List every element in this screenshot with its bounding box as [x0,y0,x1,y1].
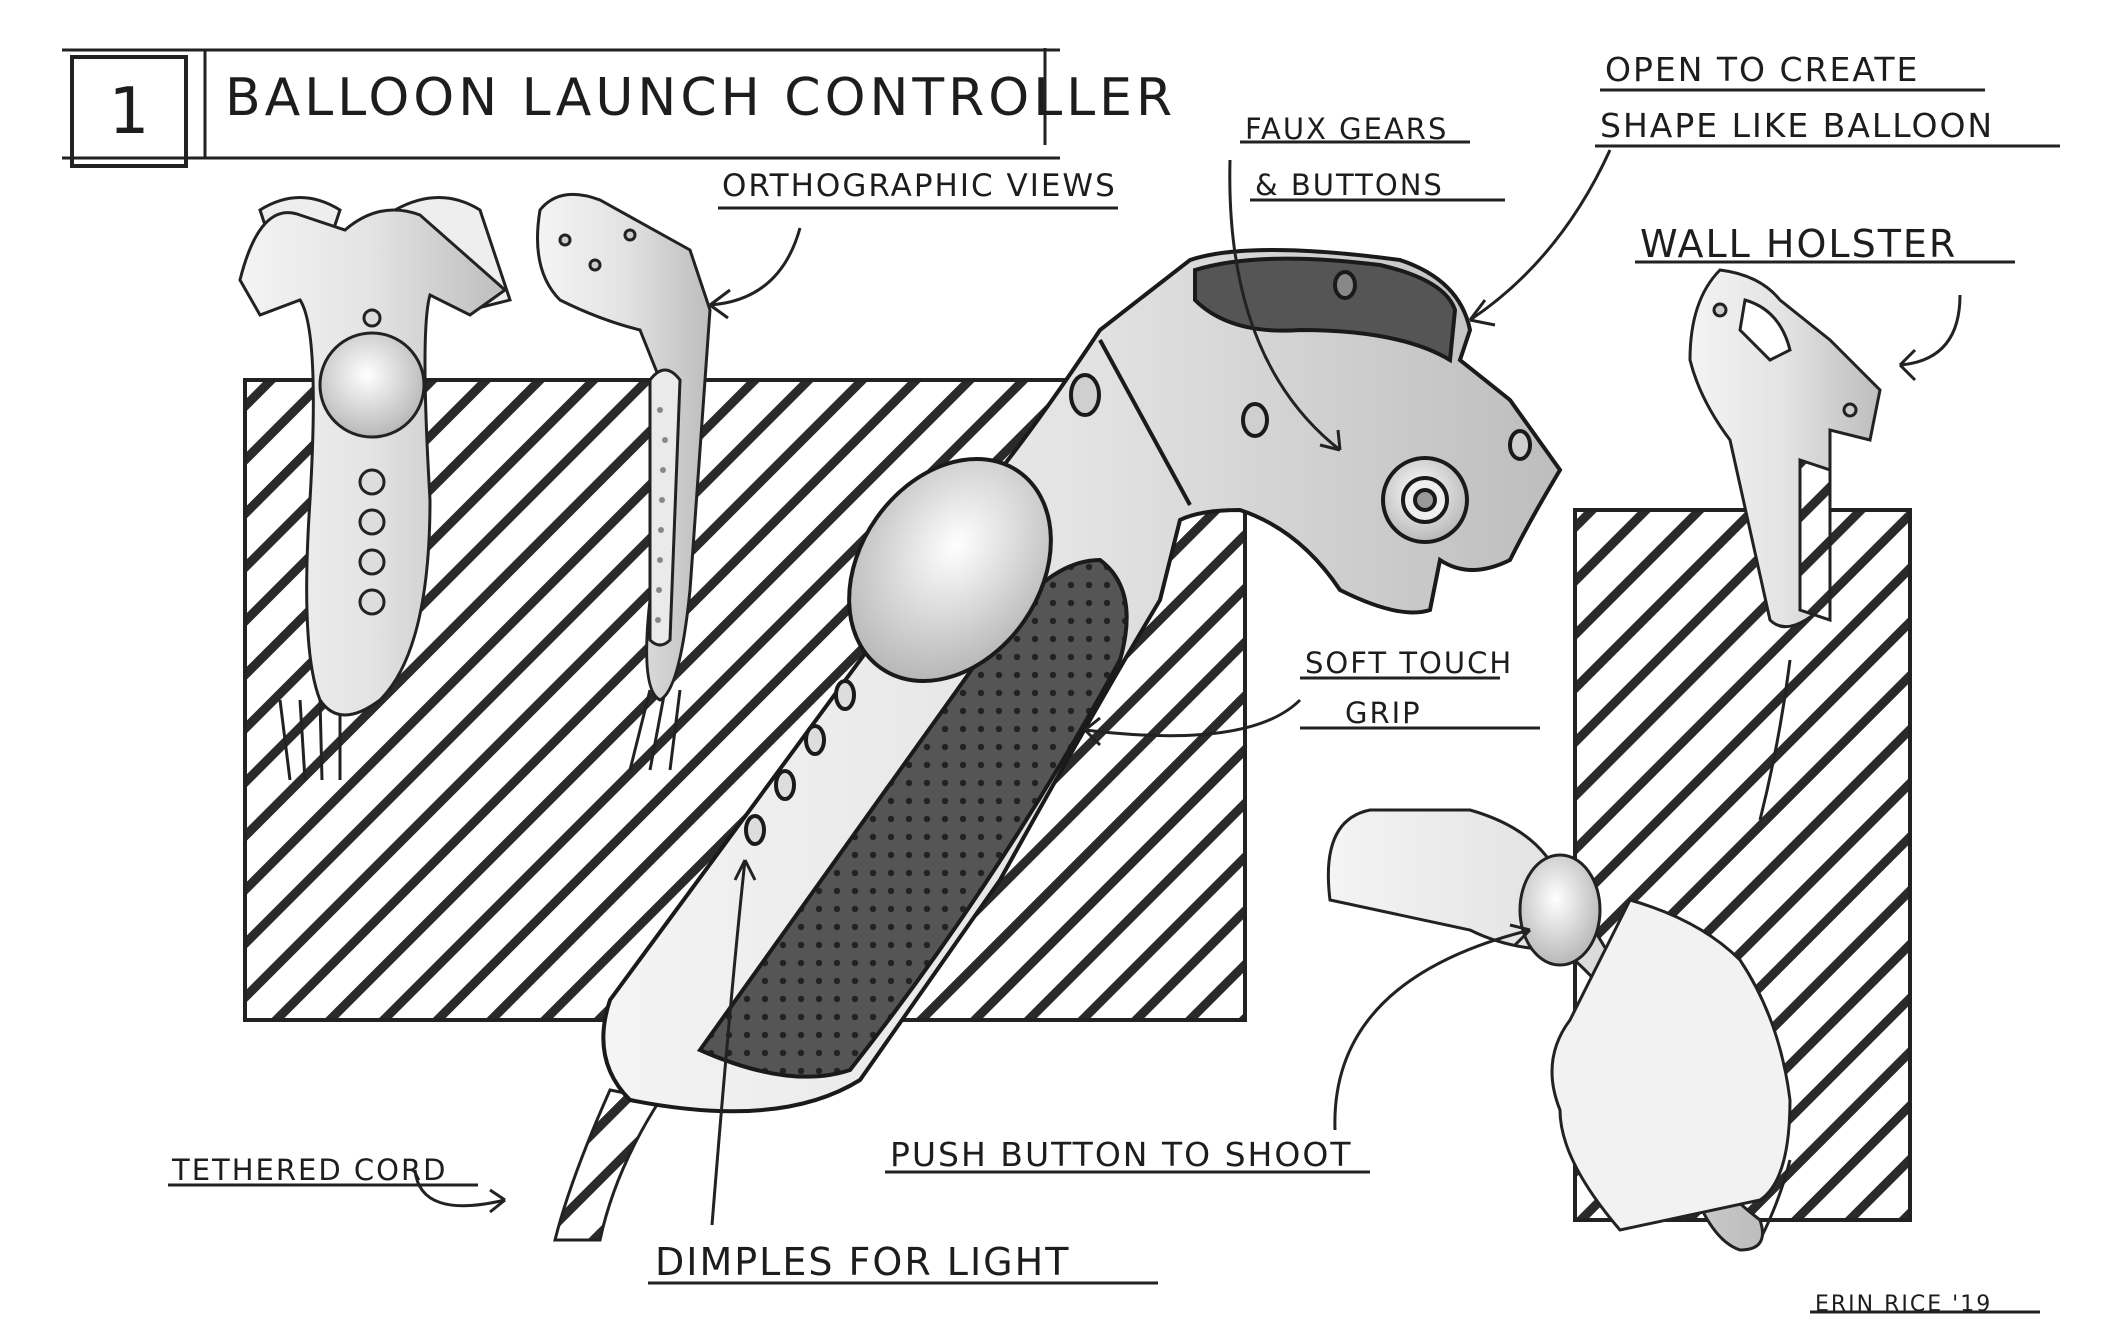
ortho-arrow [709,227,802,320]
label-orthographic-views: ORTHOGRAPHIC VIEWS [722,168,1117,204]
label-underlines [168,88,2060,1314]
open-arrow [1468,149,1612,327]
controller-side-view [536,192,712,771]
sheet-number: 1 [70,55,188,168]
faux-arrow [1228,159,1342,452]
label-tethered-cord: TETHERED CORD [172,1153,448,1187]
leader-lines [413,149,1962,1226]
controller-front-view [238,196,512,781]
label-grip: GRIP [1345,696,1422,730]
label-soft-touch: SOFT TOUCH [1305,646,1514,680]
label-open-to-create: OPEN TO CREATE [1605,50,1920,89]
label-shape-like-balloon: SHAPE LIKE BALLOON [1600,106,1995,145]
push-arrow [1333,923,1532,1131]
dimples-arrow [710,859,757,1226]
wall-holster [1688,268,1882,821]
wall-arrow [1898,294,1962,382]
tether-arrow [413,1169,506,1214]
label-faux-buttons: & BUTTONS [1255,168,1444,202]
artist-signature: ERIN RICE '19 [1815,1292,1993,1317]
title-frame [62,48,1060,160]
tethered-cord [553,1088,663,1242]
main-controller [601,248,1563,1114]
hand-with-controller [1326,808,1792,1252]
sheet-title: BALLOON LAUNCH CONTROLLER [225,68,1177,128]
label-dimples-for-light: DIMPLES FOR LIGHT [655,1240,1071,1284]
label-faux-gears: FAUX GEARS [1245,112,1449,146]
soft-arrow [1083,698,1302,747]
label-wall-holster: WALL HOLSTER [1640,222,1958,266]
label-push-button-to-shoot: PUSH BUTTON TO SHOOT [890,1135,1353,1174]
